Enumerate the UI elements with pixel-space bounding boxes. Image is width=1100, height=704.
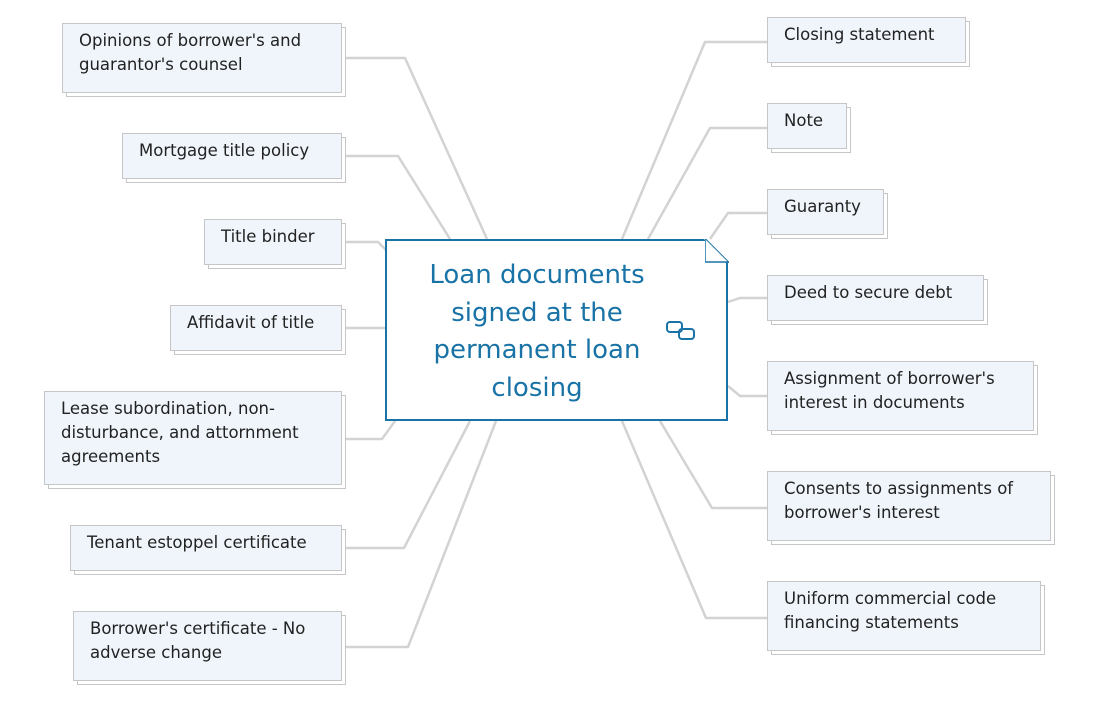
topic-mortgage-title-policy[interactable]: Mortgage title policy xyxy=(122,133,342,179)
central-topic-line: permanent loan xyxy=(433,335,641,365)
connector-right-3 xyxy=(708,211,767,240)
topic-label: Deed to secure debt xyxy=(784,283,953,302)
topic-closing-statement[interactable]: Closing statement xyxy=(767,17,966,63)
connector-right-4 xyxy=(727,296,767,304)
topic-label: borrower's interest xyxy=(784,503,940,522)
topic-ucc-financing-statements[interactable]: Uniform commercial code financing statem… xyxy=(767,581,1041,651)
topic-label: Assignment of borrower's xyxy=(784,369,995,388)
topic-guaranty[interactable]: Guaranty xyxy=(767,189,884,235)
topic-label: Borrower's certificate - No xyxy=(90,619,306,638)
connector-left-1 xyxy=(342,56,489,240)
topic-label: Opinions of borrower's and xyxy=(79,31,302,50)
connector-left-3 xyxy=(342,240,387,251)
central-topic-title: Loan documents signed at the permanent l… xyxy=(387,257,687,407)
connector-right-1 xyxy=(620,40,767,240)
topic-tenant-estoppel[interactable]: Tenant estoppel certificate xyxy=(70,525,342,571)
connector-right-2 xyxy=(646,126,767,240)
topic-label: Guaranty xyxy=(784,197,861,216)
topic-label: disturbance, and attornment xyxy=(61,423,299,442)
connector-right-6 xyxy=(658,420,767,510)
topic-label: Uniform commercial code xyxy=(784,589,997,608)
central-topic[interactable]: Loan documents signed at the permanent l… xyxy=(385,239,728,421)
topic-note[interactable]: Note xyxy=(767,103,847,149)
topic-deed-to-secure-debt[interactable]: Deed to secure debt xyxy=(767,275,984,321)
topic-label: adverse change xyxy=(90,643,222,662)
topic-title-binder[interactable]: Title binder xyxy=(204,219,342,265)
topic-counsel-opinions[interactable]: Opinions of borrower's and guarantor's c… xyxy=(62,23,342,93)
page-fold-corner xyxy=(705,239,729,263)
topic-affidavit-of-title[interactable]: Affidavit of title xyxy=(170,305,342,351)
topic-label: Tenant estoppel certificate xyxy=(87,533,307,552)
topic-label: Affidavit of title xyxy=(187,313,315,332)
central-topic-line: closing xyxy=(491,372,583,403)
topic-label: Mortgage title policy xyxy=(139,141,310,160)
topic-consents-to-assignments[interactable]: Consents to assignments of borrower's in… xyxy=(767,471,1051,541)
topic-label: Consents to assignments of xyxy=(784,479,1014,498)
connector-left-2 xyxy=(342,154,452,240)
topic-label: agreements xyxy=(61,447,161,466)
connector-left-6 xyxy=(342,420,472,550)
topic-label: Title binder xyxy=(221,227,315,246)
topic-assignment-of-interest[interactable]: Assignment of borrower's interest in doc… xyxy=(767,361,1034,431)
topic-label: Closing statement xyxy=(784,25,935,44)
connector-right-5 xyxy=(727,385,767,398)
topic-label: guarantor's counsel xyxy=(79,55,243,74)
connector-left-5 xyxy=(342,420,397,441)
connector-right-7 xyxy=(620,420,767,620)
topic-lease-subordination[interactable]: Lease subordination, non- disturbance, a… xyxy=(44,391,342,485)
topic-label: financing statements xyxy=(784,613,959,632)
topic-borrower-certificate[interactable]: Borrower's certificate - No adverse chan… xyxy=(73,611,342,681)
connector-left-7 xyxy=(342,420,498,649)
topic-label: interest in documents xyxy=(784,393,965,412)
central-topic-line: Loan documents xyxy=(429,260,645,290)
link-icon[interactable] xyxy=(664,318,698,344)
central-topic-line: signed at the xyxy=(451,297,623,328)
topic-label: Lease subordination, non- xyxy=(61,399,275,418)
topic-label: Note xyxy=(784,111,824,130)
